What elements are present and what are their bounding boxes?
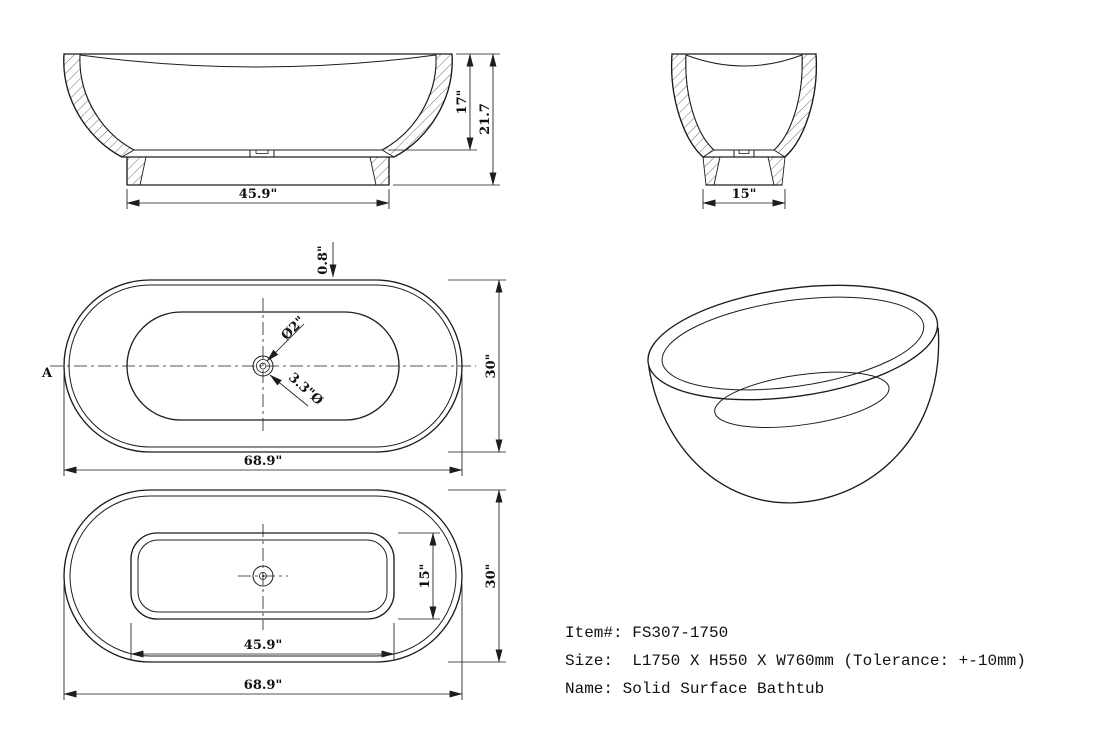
section-label-a: A <box>41 366 53 381</box>
dim-plan-overall-length: 68.9" <box>244 454 282 469</box>
dim-plan-drain-diameter: Ø2" <box>279 314 309 344</box>
bottom-dimensions: 15" 45.9" 30" 68.9" <box>63 489 506 700</box>
base-right-hatch <box>767 156 786 186</box>
dim-side-total-height: 21.7 <box>478 103 493 135</box>
dim-plan-overall-width: 30" <box>484 354 499 379</box>
bottom-view <box>63 489 463 663</box>
base-left-hatch <box>702 156 721 186</box>
plan-view <box>50 279 476 453</box>
product-info: Item#: FS307-1750 Size: L1750 X H550 X W… <box>565 624 1026 698</box>
info-size: Size: L1750 X H550 X W760mm (Tolerance: … <box>565 652 1026 670</box>
outer-rim <box>63 489 463 663</box>
tub-inner-rim-arc <box>685 54 803 67</box>
drain-hole-circle <box>259 572 267 580</box>
rim-inner-ellipse <box>661 296 925 391</box>
tub-inner-rim-arc <box>79 54 437 68</box>
base-left-hatch <box>126 156 147 186</box>
end-dimensions: 15" <box>702 187 786 209</box>
drain-outer-circle <box>252 565 274 587</box>
perspective-view <box>647 284 940 504</box>
dim-side-inner-height: 17" <box>455 90 470 115</box>
tub-inner-profile <box>79 54 437 151</box>
drain-mid-circle <box>256 359 270 373</box>
end-section-view <box>670 53 818 186</box>
drain-fitting-inner <box>738 149 750 154</box>
dim-side-base-width: 45.9" <box>239 187 277 202</box>
dim-bottom-overall-length: 68.9" <box>244 678 282 693</box>
drain-hole-circle <box>259 362 267 370</box>
dim-bottom-overall-width: 30" <box>484 564 499 589</box>
dim-bottom-base-width: 15" <box>418 564 433 589</box>
drain-center-dot <box>262 575 264 577</box>
drain-fitting-inner <box>255 149 269 154</box>
dim-end-base-width: 15" <box>732 187 757 202</box>
base-outer <box>130 532 395 620</box>
side-dimensions: 17" 21.7 45.9" <box>126 53 500 209</box>
plan-dimensions: 0.8" Ø2" 3.3"Ø 30" 68.9" A <box>41 242 506 476</box>
info-name: Name: Solid Surface Bathtub <box>565 680 824 698</box>
tub-base-plinth <box>126 156 390 186</box>
left-wall-hatch <box>671 53 715 158</box>
basin-floor-ellipse <box>714 371 890 428</box>
tub-inner-profile <box>685 54 803 151</box>
dim-plan-rim-thickness: 0.8" <box>316 245 331 274</box>
right-wall-hatch <box>773 53 817 158</box>
dim-bottom-base-length: 45.9" <box>244 638 282 653</box>
tub-body-outline <box>648 327 940 504</box>
dim-plan-overflow-diameter: 3.3"Ø <box>285 370 325 408</box>
tub-outer-profile <box>63 53 453 158</box>
base-right-hatch <box>369 156 390 186</box>
info-item-number: Item#: FS307-1750 <box>565 624 728 642</box>
side-section-view <box>63 53 453 186</box>
base-inner <box>137 539 388 613</box>
drain-outer-circle <box>252 355 274 377</box>
rim-outer-ellipse <box>647 284 939 401</box>
